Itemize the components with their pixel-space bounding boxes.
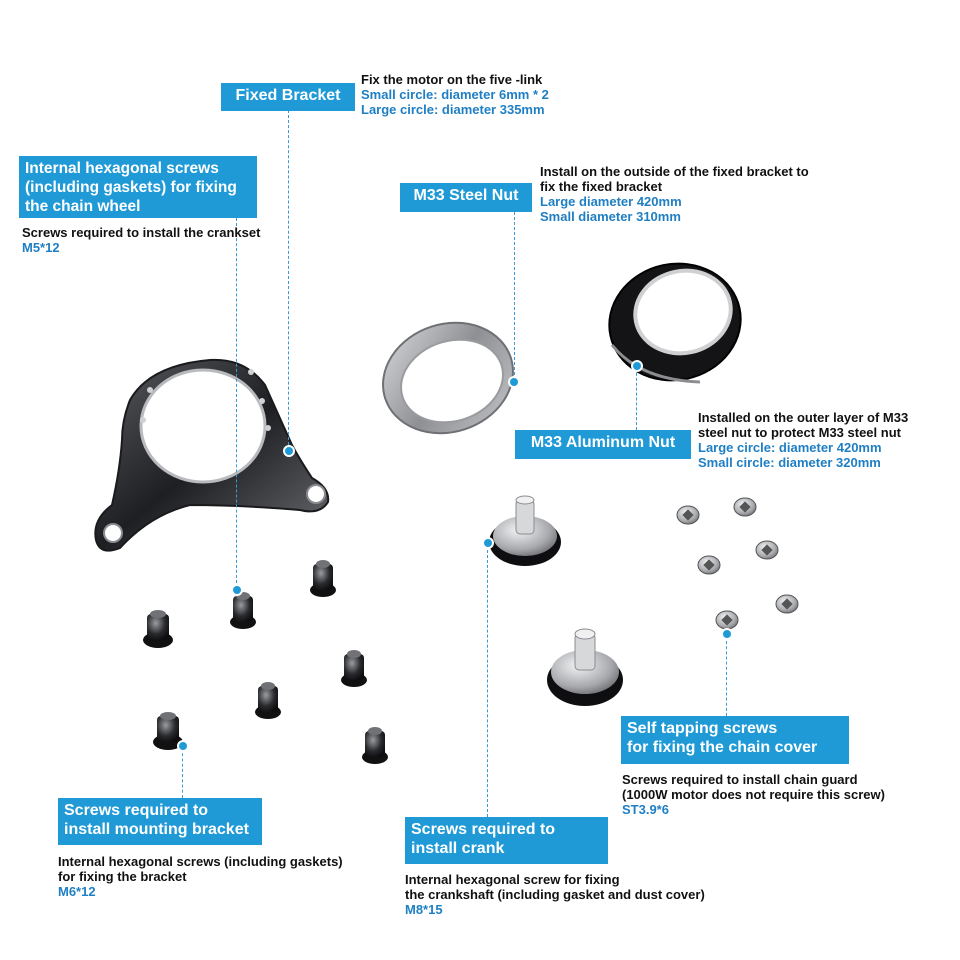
cover-screws-title-1: Self tapping screws [627, 720, 778, 737]
crank-screws-title-2: install crank [411, 840, 505, 857]
fixed-bracket-desc: Fix the motor on the five -link Small ci… [361, 72, 549, 117]
leader-fixed-bracket [288, 110, 289, 450]
leader-chain-wheel-screws [236, 218, 237, 588]
crank-screws-spec: M8*15 [405, 902, 443, 917]
crank-screws-line2: the crankshaft (including gasket and dus… [405, 887, 705, 902]
crank-screws-line1: Internal hexagonal screw for fixing [405, 872, 620, 887]
aluminum-nut-part [608, 262, 742, 384]
crank-screws-tag: Screws required to install crank [405, 817, 608, 864]
chain-wheel-screws-desc: Screws required to install the crankset … [22, 225, 260, 255]
chain-wheel-screws-tag: Internal hexagonal screws (including gas… [19, 156, 257, 218]
bracket-screws-line1: Internal hexagonal screws (including gas… [58, 854, 343, 869]
chain-wheel-screws-title-2: (including gaskets) for fixing [25, 179, 237, 196]
chain-wheel-screws-spec: M5*12 [22, 240, 60, 255]
steel-nut-part [382, 321, 514, 435]
pointer-steel-nut [508, 376, 520, 388]
cover-screws-line1: Screws required to install chain guard [622, 772, 858, 787]
leader-steel-nut [514, 212, 515, 380]
chain-wheel-screws-line1: Screws required to install the crankset [22, 225, 261, 240]
cover-screws-spec: ST3.9*6 [622, 802, 669, 817]
leader-crank-screws [487, 545, 488, 817]
fixed-bracket-tag: Fixed Bracket [221, 83, 355, 111]
fixed-bracket-title: Fixed Bracket [235, 87, 341, 104]
aluminum-nut-line2: steel nut to protect M33 steel nut [698, 425, 901, 440]
fixed-bracket-line3: Large circle: diameter 335mm [361, 102, 545, 117]
bracket-screws-line2: for fixing the bracket [58, 869, 187, 884]
chain-wheel-screws-title-3: the chain wheel [25, 198, 141, 215]
pointer-crank-screws [482, 537, 494, 549]
pointer-bracket-screws [177, 740, 189, 752]
fixed-bracket-line2: Small circle: diameter 6mm * 2 [361, 87, 549, 102]
aluminum-nut-desc: Installed on the outer layer of M33 stee… [698, 410, 908, 470]
steel-nut-desc: Install on the outside of the fixed brac… [540, 164, 809, 224]
steel-nut-line3: Large diameter 420mm [540, 194, 682, 209]
self-tapping-screws [676, 497, 799, 630]
steel-nut-tag: M33 Steel Nut [400, 183, 532, 212]
pointer-cover-screws [721, 628, 733, 640]
bracket-screws-title-1: Screws required to [64, 802, 209, 819]
bracket-screws-spec: M6*12 [58, 884, 96, 899]
fixed-bracket-line1: Fix the motor on the five -link [361, 72, 543, 87]
pointer-aluminum-nut [631, 360, 643, 372]
aluminum-nut-line1: Installed on the outer layer of M33 [698, 410, 909, 425]
chain-wheel-screws-title-1: Internal hexagonal screws [25, 160, 219, 177]
crank-screws [489, 495, 623, 706]
steel-nut-line2: fix the fixed bracket [540, 179, 663, 194]
pointer-chain-wheel-screws [231, 584, 243, 596]
crank-screws-desc: Internal hexagonal screw for fixing the … [405, 872, 705, 917]
black-screws [143, 560, 388, 764]
steel-nut-line4: Small diameter 310mm [540, 209, 681, 224]
bracket-screws-tag: Screws required to install mounting brac… [58, 798, 262, 845]
aluminum-nut-tag: M33 Aluminum Nut [515, 430, 691, 459]
leader-bracket-screws [182, 748, 183, 798]
steel-nut-title: M33 Steel Nut [413, 187, 519, 204]
pointer-fixed-bracket [283, 445, 295, 457]
aluminum-nut-line3: Large circle: diameter 420mm [698, 440, 882, 455]
aluminum-nut-title: M33 Aluminum Nut [530, 434, 676, 451]
leader-aluminum-nut [636, 368, 637, 430]
steel-nut-line1: Install on the outside of the fixed brac… [540, 164, 809, 179]
bracket-screws-title-2: install mounting bracket [64, 821, 249, 838]
leader-cover-screws [726, 636, 727, 716]
aluminum-nut-line4: Small circle: diameter 320mm [698, 455, 881, 470]
cover-screws-tag: Self tapping screws for fixing the chain… [621, 716, 849, 764]
cover-screws-title-2: for fixing the chain cover [627, 739, 818, 756]
cover-screws-desc: Screws required to install chain guard (… [622, 772, 885, 817]
cover-screws-line2: (1000W motor does not require this screw… [622, 787, 885, 802]
bracket-screws-desc: Internal hexagonal screws (including gas… [58, 854, 343, 899]
fixed-bracket-part [94, 358, 330, 552]
crank-screws-title-1: Screws required to [411, 821, 556, 838]
